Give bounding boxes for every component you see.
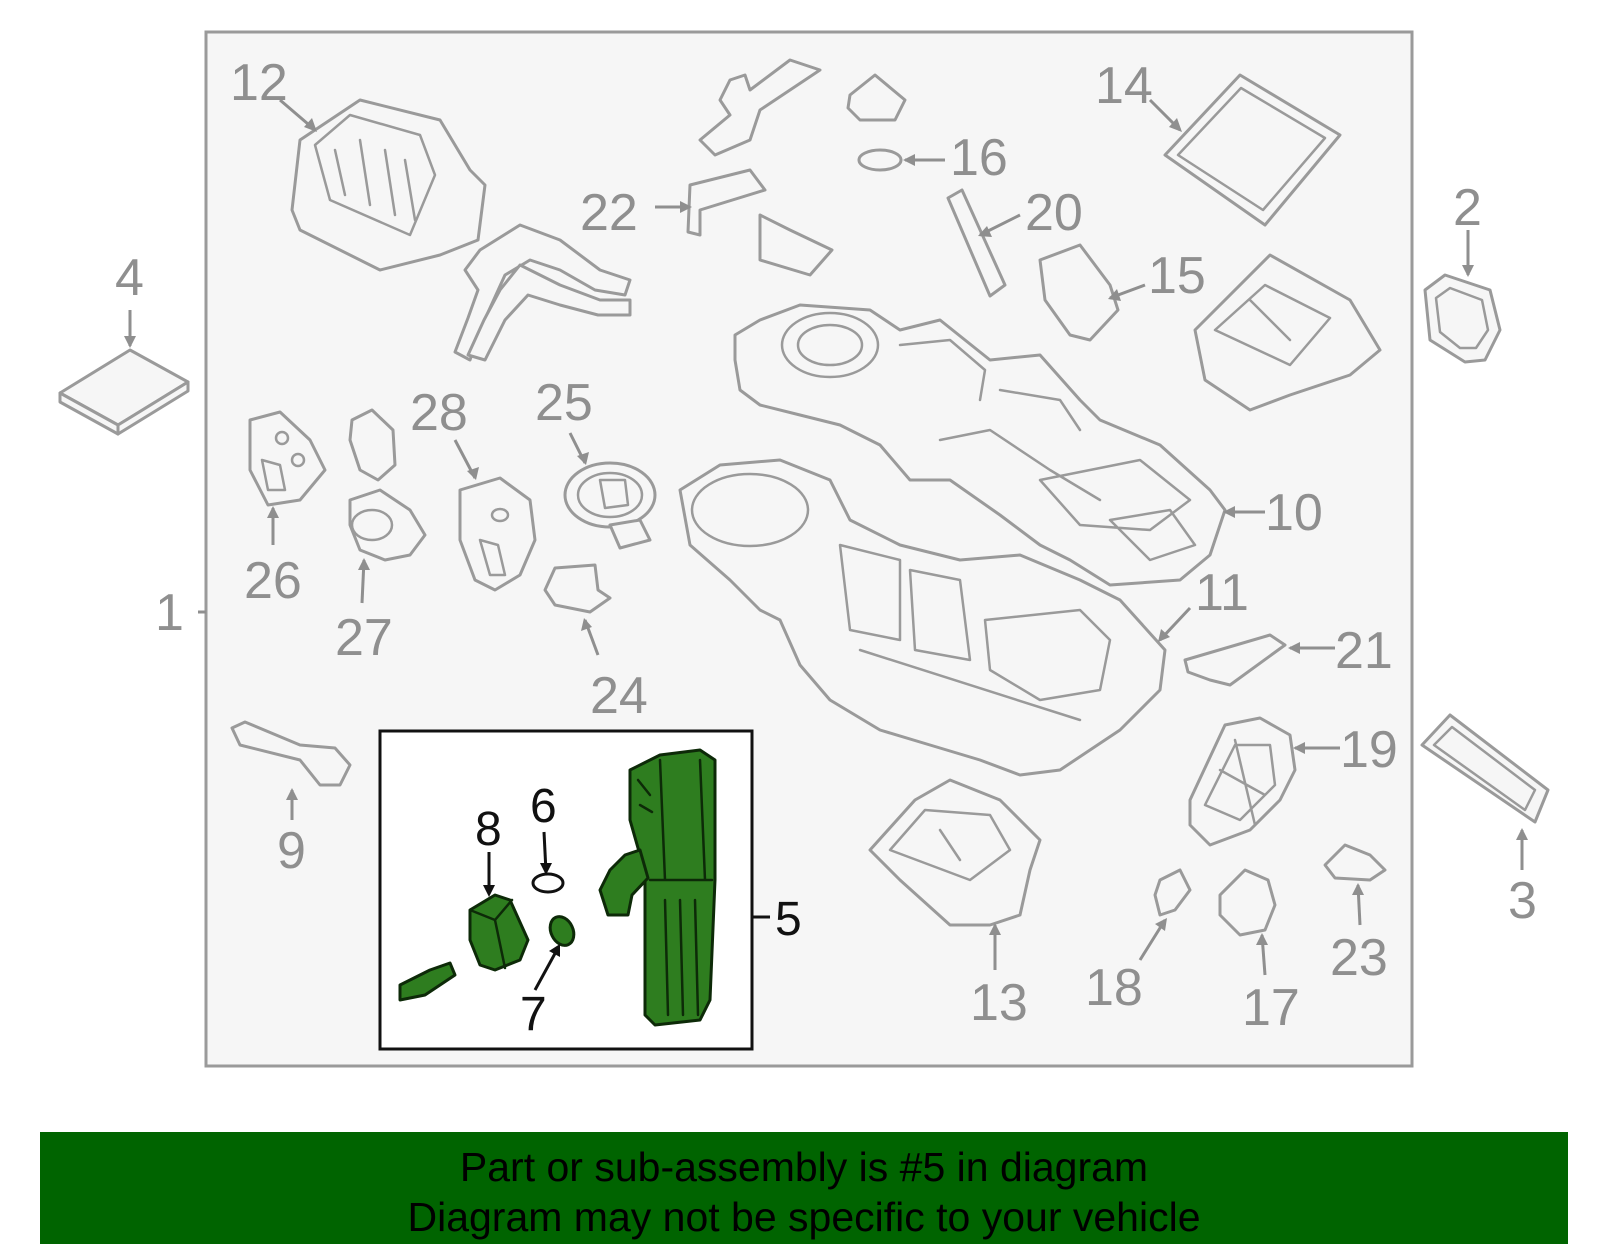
part-10-upper-case[interactable]	[733, 303, 1227, 587]
part-4-cabin-filter[interactable]	[58, 348, 190, 436]
part-20-seal[interactable]	[946, 188, 1007, 298]
part-7-seal[interactable]	[546, 913, 579, 949]
callout-10: 10	[1265, 484, 1323, 542]
callout-17: 17	[1242, 979, 1300, 1037]
callout-26: 26	[244, 552, 302, 610]
part-23-clip[interactable]	[1323, 843, 1387, 882]
callout-2: 2	[1453, 179, 1482, 237]
part-2-outlet-seal[interactable]	[1423, 273, 1502, 364]
part-6-o-ring[interactable]	[531, 872, 565, 894]
callout-21: 21	[1335, 622, 1393, 680]
part-18-bracket[interactable]	[1153, 868, 1192, 917]
callout-22: 22	[580, 184, 638, 242]
callout-15: 15	[1148, 247, 1206, 305]
callout-23: 23	[1330, 929, 1388, 987]
heater-core-tubes	[453, 223, 632, 362]
callout-16: 16	[950, 129, 1008, 187]
part-27-motor[interactable]	[348, 488, 427, 562]
callout-19: 19	[1340, 721, 1398, 779]
callout-13: 13	[970, 974, 1028, 1032]
part-8-valve[interactable]	[468, 893, 530, 972]
callout-11: 11	[1195, 564, 1249, 622]
leader-arrowheads	[124, 118, 1528, 945]
callout-20: 20	[1025, 184, 1083, 242]
part-22-bracket[interactable]	[686, 168, 767, 237]
part-11-lower-case[interactable]	[678, 458, 1167, 777]
tube-stub	[398, 961, 457, 1002]
part-21-strip[interactable]	[1183, 633, 1287, 687]
part-12-blower-case[interactable]	[290, 98, 487, 272]
part-19-housing[interactable]	[1188, 716, 1297, 847]
callout-24: 24	[590, 667, 648, 725]
upper-bracket	[698, 58, 822, 157]
distribution-duct	[1193, 253, 1382, 412]
banner-line-2: Diagram may not be specific to your vehi…	[407, 1194, 1201, 1240]
part-16-o-ring[interactable]	[857, 148, 903, 172]
callout-28: 28	[410, 384, 468, 442]
part-3-outlet-frame[interactable]	[1420, 713, 1550, 824]
callout-4: 4	[115, 249, 144, 307]
callout-7: 7	[520, 988, 547, 1041]
part-13-housing[interactable]	[868, 778, 1042, 927]
part-15-module[interactable]	[1038, 243, 1120, 342]
callout-8: 8	[475, 803, 502, 856]
actuator-small	[348, 408, 397, 482]
part-5-evaporator[interactable]	[598, 748, 717, 1027]
leader-arrowheads-sub	[483, 863, 560, 957]
callout-14: 14	[1095, 57, 1153, 115]
part-28-damper[interactable]	[458, 476, 537, 592]
part-25-blower-motor[interactable]	[563, 461, 657, 550]
part-9-trim[interactable]	[230, 720, 352, 787]
callout-25: 25	[535, 374, 593, 432]
duct-piece-upper	[758, 213, 834, 277]
callout-12: 12	[230, 54, 288, 112]
callout-18: 18	[1085, 959, 1143, 1017]
banner-line-1: Part or sub-assembly is #5 in diagram	[459, 1144, 1149, 1190]
part-14-gasket[interactable]	[1163, 73, 1342, 227]
part-24-seal-pad[interactable]	[543, 563, 612, 614]
part-26-bracket[interactable]	[248, 410, 327, 507]
callout-9: 9	[277, 822, 306, 880]
part-17-actuator[interactable]	[1218, 868, 1277, 937]
callout-27: 27	[335, 609, 393, 667]
info-banner: Part or sub-assembly is #5 in diagram Di…	[40, 1132, 1568, 1244]
callout-5: 5	[775, 893, 802, 946]
callout-3: 3	[1508, 872, 1537, 930]
callout-1: 1	[155, 584, 184, 642]
actuator-top	[846, 73, 907, 122]
callout-6: 6	[530, 780, 557, 833]
